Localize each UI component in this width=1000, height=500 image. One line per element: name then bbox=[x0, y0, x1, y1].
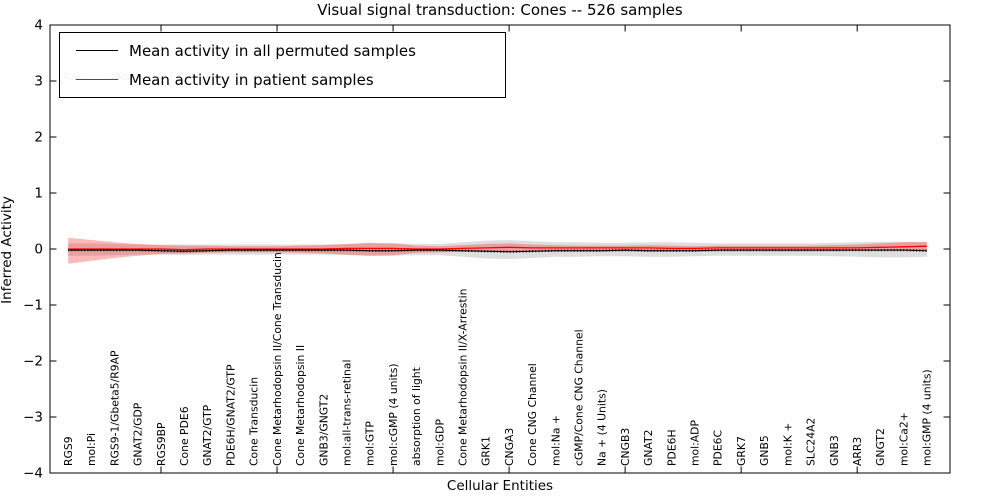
entity-label: PDE6C bbox=[712, 430, 725, 466]
entity-label: RGS9 bbox=[62, 436, 75, 466]
y-tick-label: 4 bbox=[34, 18, 43, 34]
axis-ticks bbox=[50, 24, 950, 474]
y-tick-label: −2 bbox=[23, 354, 43, 370]
entity-label: mol:ADP bbox=[689, 420, 702, 466]
legend-entry-permuted: Mean activity in all permuted samples bbox=[60, 37, 505, 65]
entity-label: mol:Na + bbox=[549, 415, 562, 466]
entity-label: mol:Ca2+ bbox=[897, 412, 910, 466]
entity-label: mol:GMP (4 units) bbox=[921, 369, 934, 466]
y-axis-title: Inferred Activity bbox=[0, 196, 15, 304]
entity-label: GRK1 bbox=[480, 436, 493, 466]
entity-label: Na + (4 Units) bbox=[596, 389, 609, 466]
legend-label-patient: Mean activity in patient samples bbox=[129, 70, 374, 89]
entity-label: RGS9BP bbox=[155, 422, 168, 466]
y-tick-label: −3 bbox=[23, 410, 43, 426]
entity-label: cGMP/Cone CNG Channel bbox=[573, 329, 586, 466]
entity-label: GNB5 bbox=[758, 435, 771, 466]
y-tick-label: −4 bbox=[23, 466, 43, 482]
entity-label: GNAT2/GTP bbox=[201, 404, 214, 466]
entity-label: GNAT2 bbox=[642, 430, 655, 466]
legend: Mean activity in all permuted samples Me… bbox=[59, 32, 506, 98]
entity-label: PDE6H bbox=[665, 429, 678, 466]
mean-lines bbox=[68, 245, 927, 253]
entity-label: CNGA3 bbox=[503, 428, 516, 466]
legend-label-permuted: Mean activity in all permuted samples bbox=[129, 41, 416, 60]
entity-label: Cone Metarhodopsin II/Cone Transducin bbox=[271, 252, 284, 466]
patient-line-sample-icon bbox=[76, 79, 118, 80]
entity-labels: RGS9 mol:Pi RGS9-1/Gbeta5/R9AP GNAT2/GDP RGS… bbox=[62, 252, 934, 466]
y-tick-labels: −4 −3 −2 −1 0 1 2 3 4 bbox=[23, 18, 43, 482]
legend-entry-patient: Mean activity in patient samples bbox=[60, 66, 505, 94]
chart-title: Visual signal transduction: Cones -- 526… bbox=[317, 1, 683, 19]
entity-label: mol:GDP bbox=[433, 419, 446, 466]
entity-label: Cone Transducin bbox=[248, 377, 261, 466]
entity-label: Cone Metarhodopsin II/X-Arrestin bbox=[457, 289, 470, 466]
entity-label: PDE6H/GNAT2/GTP bbox=[224, 364, 237, 466]
permuted-line-sample-icon bbox=[76, 50, 118, 51]
entity-label: GRK7 bbox=[735, 436, 748, 466]
y-tick-label: 2 bbox=[34, 130, 43, 146]
patient-mean-line bbox=[68, 245, 927, 251]
entity-label: GNGT2 bbox=[874, 428, 887, 466]
y-tick-label: −1 bbox=[23, 298, 43, 314]
permuted-mean-line-dotted-texture bbox=[68, 248, 927, 253]
entity-label: CNGB3 bbox=[619, 428, 632, 466]
y-tick-label: 1 bbox=[34, 186, 43, 202]
permuted-std-band bbox=[68, 240, 927, 260]
y-tick-label: 3 bbox=[34, 74, 43, 90]
entity-label: absorption of light bbox=[410, 367, 423, 466]
entity-label: Cone CNG Channel bbox=[526, 363, 539, 466]
x-axis-title: Cellular Entities bbox=[446, 478, 554, 494]
entity-label: mol:GTP bbox=[364, 421, 377, 466]
entity-label: GNB3/GNGT2 bbox=[317, 394, 330, 466]
entity-label: Cone PDE6 bbox=[178, 406, 191, 466]
entity-label: mol:K + bbox=[781, 423, 794, 466]
entity-label: GNAT2/GDP bbox=[132, 402, 145, 466]
entity-label: mol:all-trans-retinal bbox=[341, 360, 354, 466]
entity-label: mol:Pi bbox=[85, 433, 98, 466]
entity-label: SLC24A2 bbox=[805, 418, 818, 466]
entity-label: mol:cGMP (4 units) bbox=[387, 363, 400, 466]
entity-label: RGS9-1/Gbeta5/R9AP bbox=[108, 350, 121, 466]
entity-label: ARR3 bbox=[851, 437, 864, 466]
entity-label: Cone Metarhodopsin II bbox=[294, 345, 307, 466]
y-tick-label: 0 bbox=[34, 242, 43, 258]
entity-label: GNB3 bbox=[828, 435, 841, 466]
